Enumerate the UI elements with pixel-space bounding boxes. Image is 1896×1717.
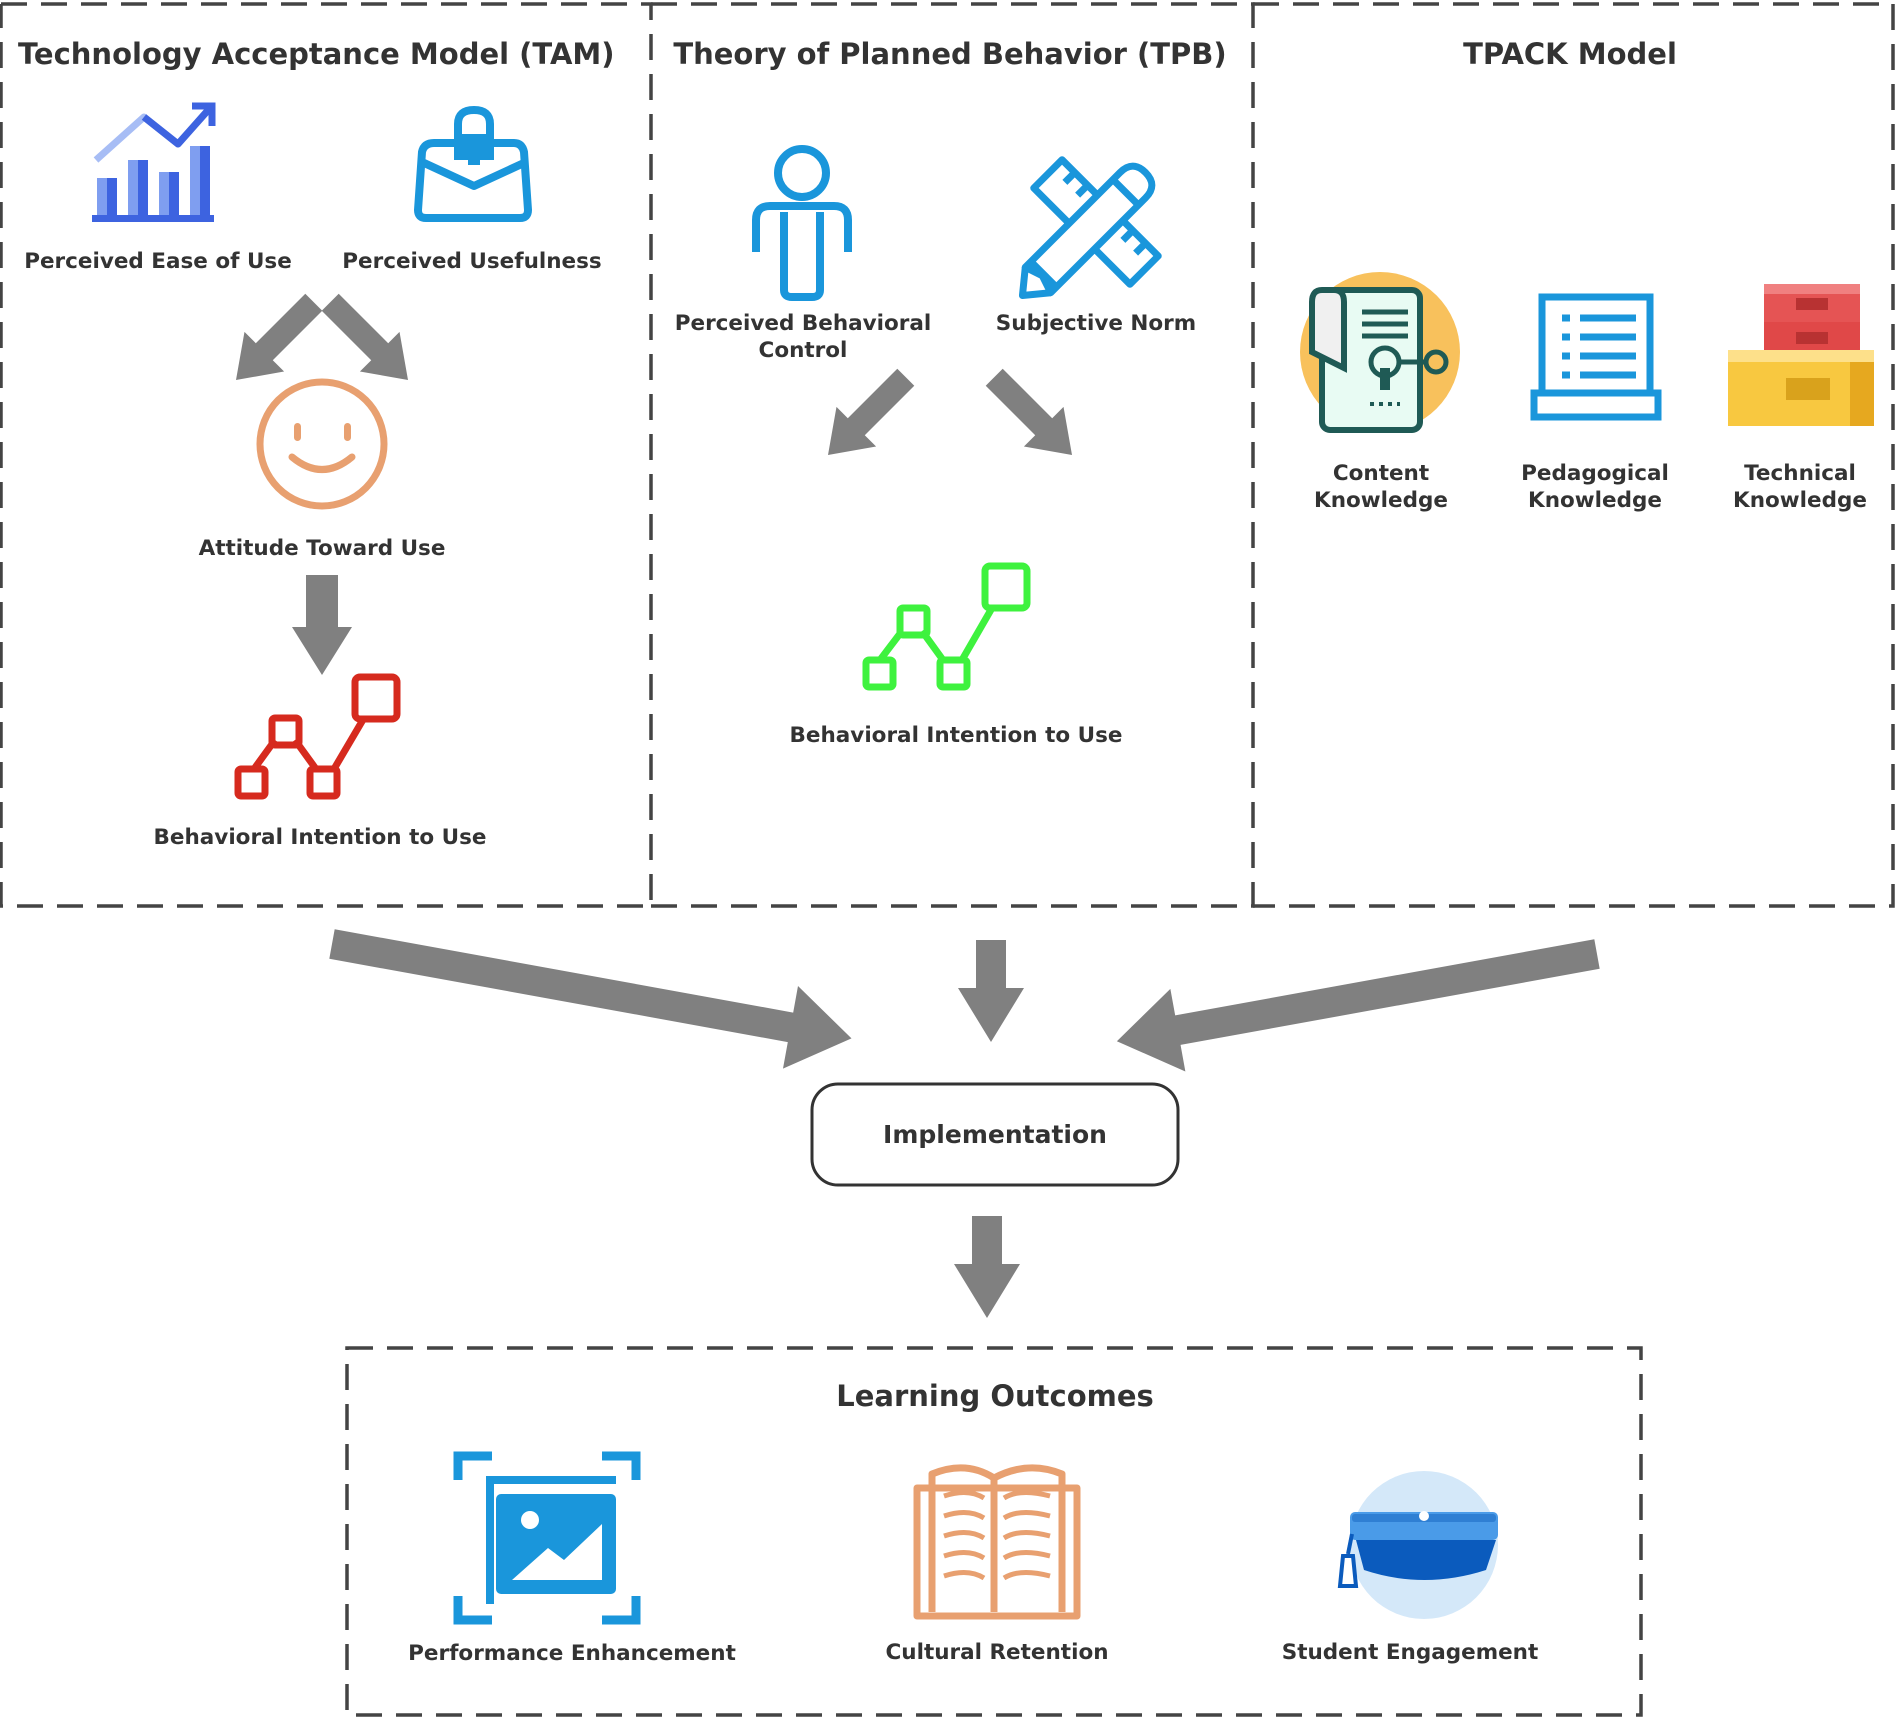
open-book-icon — [913, 1464, 1081, 1620]
attitude-label: Attitude Toward Use — [199, 536, 446, 561]
norm-label: Subjective Norm — [996, 311, 1196, 336]
technical-label-line1: Technical — [1744, 461, 1856, 486]
outcomes-frame — [345, 1346, 1643, 1717]
outcomes-title: Learning Outcomes — [836, 1379, 1154, 1413]
graduation-cap-icon — [1337, 1471, 1498, 1619]
tpack-title: TPACK Model — [1463, 37, 1677, 71]
tam-frame — [0, 2, 653, 908]
performance-label: Performance Enhancement — [408, 1641, 736, 1666]
usefulness-label: Perceived Usefulness — [342, 249, 601, 274]
tam-attitude-arrow — [292, 575, 352, 675]
tam-ease-arrow — [235, 293, 323, 380]
tpack-frame — [1253, 2, 1895, 908]
tpb-line-graph-icon — [862, 562, 1031, 691]
content-label-line1: Content — [1333, 461, 1429, 486]
pedagogical-label-line1: Pedagogical — [1521, 461, 1669, 486]
line-graph-icon — [234, 673, 401, 800]
implementation-box — [810, 1082, 1180, 1187]
tam-title: Technology Acceptance Model (TAM) — [18, 37, 615, 71]
tam-usefulness-arrow — [321, 293, 408, 380]
tpack-to-implementation-arrow — [1116, 939, 1600, 1072]
tpb-title: Theory of Planned Behavior (TPB) — [673, 37, 1226, 71]
laptop-list-icon — [1530, 293, 1662, 421]
tam-intention-label: Behavioral Intention to Use — [154, 825, 487, 850]
tpb-control-arrow — [828, 368, 915, 455]
tpb-to-implementation-arrow — [958, 940, 1024, 1042]
tpb-intention-label: Behavioral Intention to Use — [790, 723, 1123, 748]
image-frame-icon — [453, 1451, 641, 1625]
building-blocks-icon — [1728, 284, 1874, 426]
control-label-line1: Perceived Behavioral — [675, 311, 932, 336]
tam-to-implementation-arrow — [329, 929, 852, 1069]
engagement-label: Student Engagement — [1282, 1640, 1539, 1665]
briefcase-lock-icon — [414, 106, 532, 222]
ease-label: Perceived Ease of Use — [24, 249, 292, 274]
pencil-ruler-icon — [1018, 156, 1162, 300]
document-key-icon — [1300, 272, 1460, 433]
tpb-frame — [651, 2, 1255, 908]
implementation-to-outcomes-arrow — [954, 1216, 1020, 1318]
control-label-line2: Control — [759, 338, 848, 363]
smiley-face-icon — [256, 378, 388, 510]
pedagogical-label-line2: Knowledge — [1528, 488, 1662, 513]
bar-chart-icon — [92, 102, 216, 222]
tpb-norm-arrow — [985, 368, 1072, 455]
technical-label-line2: Knowledge — [1733, 488, 1867, 513]
cultural-label: Cultural Retention — [885, 1640, 1108, 1665]
content-label-line2: Knowledge — [1314, 488, 1448, 513]
implementation-label: Implementation — [883, 1120, 1107, 1149]
person-icon — [752, 145, 852, 301]
